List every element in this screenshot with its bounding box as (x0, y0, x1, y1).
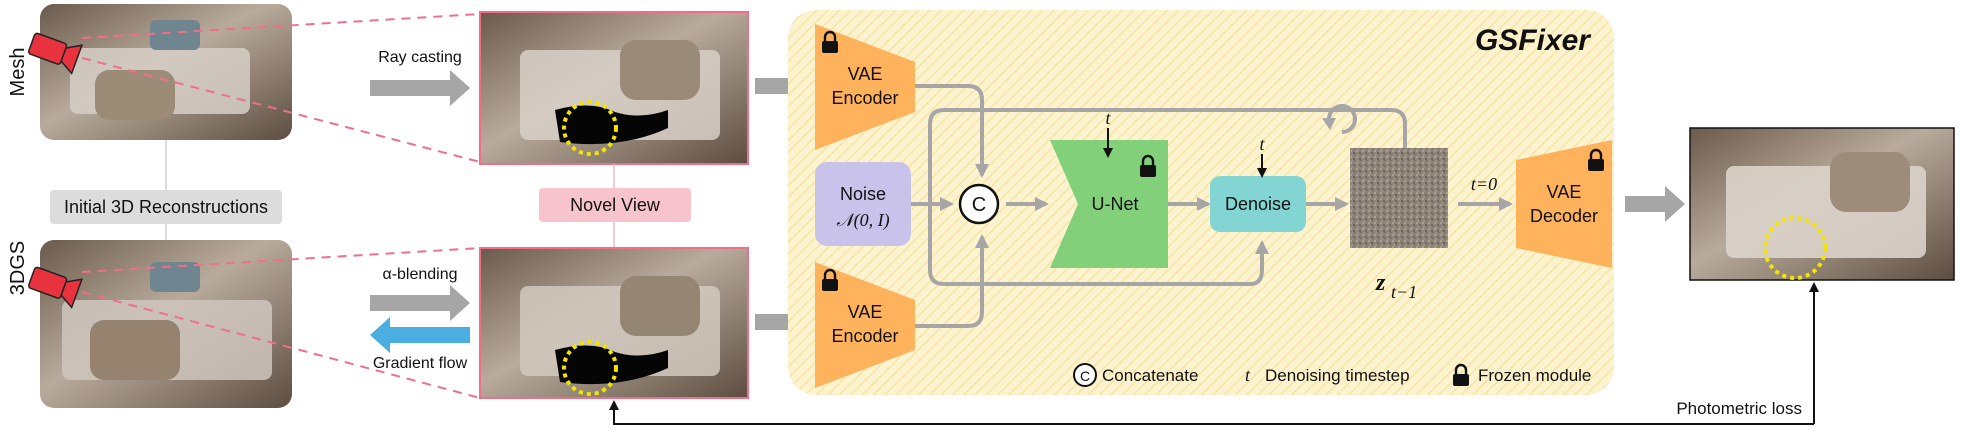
loop-icon (1322, 104, 1357, 134)
unet-block: U-Net (1050, 104, 1168, 268)
lock-icon (822, 30, 838, 53)
noise-formula: 𝒩(0, I) (836, 210, 889, 231)
latent-subscript-label: t−1 (1391, 282, 1417, 302)
vae-encoder-bottom: VAE Encoder (815, 262, 915, 388)
vae-decoder-block: VAE Decoder (1516, 140, 1612, 268)
legend-t-symbol: t (1245, 365, 1251, 385)
legend-frozen-module: Frozen module (1478, 366, 1591, 385)
camera-icon (27, 32, 84, 75)
alpha-blending-arrow (370, 285, 470, 321)
gsfixer-title: GSFixer (1475, 24, 1592, 57)
lock-icon (1588, 148, 1604, 171)
lock-icon (1453, 363, 1469, 386)
output-arrow (1625, 186, 1685, 222)
novel-view-3dgs-image (479, 247, 749, 399)
gradient-flow-label: Gradient flow (373, 355, 468, 372)
connector-lines (911, 84, 1513, 328)
vae-encoder-label-line2: Encoder (831, 326, 898, 346)
vae-encoder-label-line1: VAE (848, 302, 883, 322)
denoise-label: Denoise (1225, 194, 1291, 214)
photometric-loss-label: Photometric loss (1676, 399, 1802, 418)
unet-timestep-label: t (1105, 108, 1111, 128)
t-zero-label: t=0 (1471, 174, 1497, 194)
vae-encoder-label-line1: VAE (848, 64, 883, 84)
unet-label: U-Net (1091, 194, 1138, 214)
missing-region-circle (562, 100, 618, 156)
noise-label: Noise (840, 184, 886, 204)
legend-concatenate: Concatenate (1102, 366, 1198, 385)
concatenate-node: C (958, 183, 1000, 225)
output-image (1689, 127, 1955, 281)
ray-casting-label: Ray casting (378, 49, 462, 66)
vae-encoder-top: VAE Encoder (815, 24, 915, 150)
latent-noise-image (1350, 148, 1448, 248)
legend-denoising-timestep: Denoising timestep (1265, 366, 1410, 385)
vae-decoder-label-line1: VAE (1547, 182, 1582, 202)
gradient-flow-arrow (370, 317, 470, 353)
vae-decoder-label-line2: Decoder (1530, 206, 1598, 226)
vae-encoder-label-line2: Encoder (831, 88, 898, 108)
mesh-render-image (40, 4, 292, 140)
legend-concat-symbol: C (1080, 368, 1090, 384)
novel-view-mesh-image (479, 11, 749, 165)
noise-box: Noise 𝒩(0, I) (815, 162, 911, 246)
novel-view-tag (539, 188, 691, 222)
denoise-timestep-label: t (1259, 134, 1265, 154)
denoise-block: Denoise (1210, 176, 1306, 232)
latent-z-label: z (1375, 270, 1386, 296)
3dgs-side-label: 3DGS (7, 241, 29, 295)
3dgs-render-image (40, 240, 292, 408)
novel-view-label: Novel View (570, 195, 661, 215)
initial-reconstructions-label: Initial 3D Reconstructions (64, 197, 268, 217)
ray-casting-arrow (370, 70, 470, 106)
alpha-blending-label: α-blending (382, 266, 457, 283)
legend: C Concatenate t Denoising timestep Froze… (1073, 363, 1591, 387)
camera-frustum-lines (81, 13, 481, 399)
mesh-side-label: Mesh (7, 48, 29, 97)
initial-reconstructions-tag (50, 190, 282, 224)
restored-region-circle (1763, 216, 1827, 280)
lock-icon (822, 268, 838, 291)
missing-region-circle (562, 340, 618, 396)
lock-icon (1140, 154, 1156, 177)
camera-icon (27, 266, 84, 309)
concat-symbol: C (972, 194, 986, 216)
latent-label: z t−1 (1375, 270, 1417, 302)
